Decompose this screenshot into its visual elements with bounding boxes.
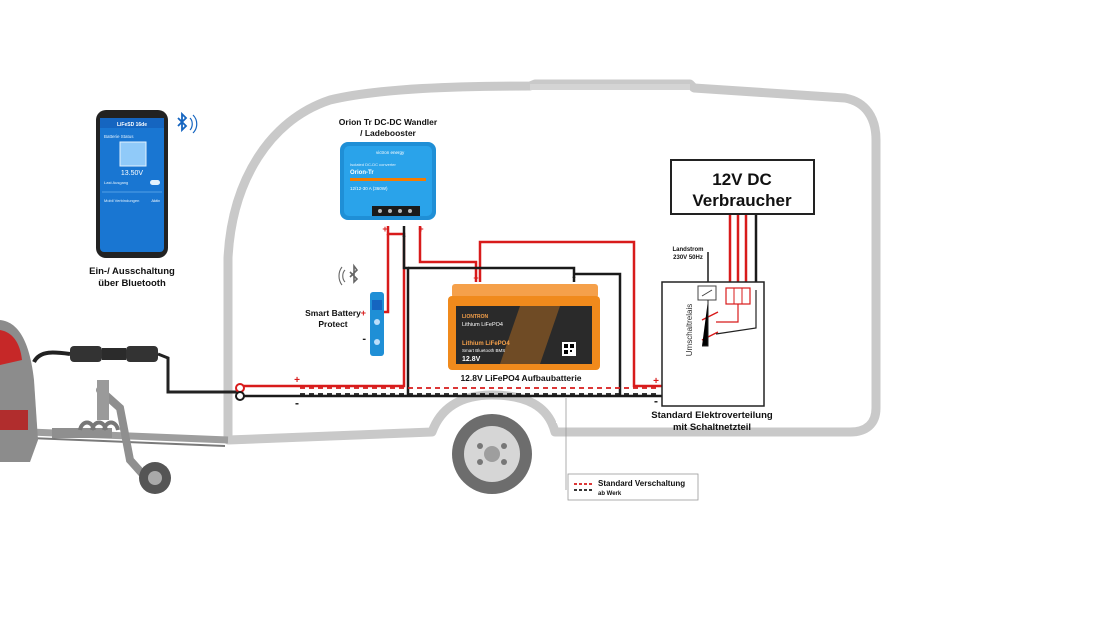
phone-status-label: Batterie Status — [104, 134, 134, 139]
battery-icon — [119, 141, 147, 167]
phone-title: LiFeSD 16de — [117, 122, 147, 128]
orion-model-small: Isolated DC-DC converter — [350, 162, 396, 167]
wire-orion-minus — [402, 226, 410, 396]
sbp-label-1: Smart Battery — [305, 308, 361, 318]
orion-model: Orion-Tr — [350, 170, 374, 176]
car-connector-cable — [32, 346, 240, 394]
battery-line1: Lithium LiFePO4 — [462, 322, 503, 328]
orion-brand: victron energy — [376, 150, 405, 155]
legend-label-1: Standard Verschaltung — [598, 479, 685, 488]
factory-wiring-dashed — [300, 387, 660, 395]
sbp-plus: + — [361, 308, 366, 318]
main-plus: + — [294, 375, 300, 386]
orion-spec: 12/12-30 A (360W) — [350, 186, 388, 191]
battery-line2: Lithium LiFePO4 — [462, 341, 510, 347]
tow-car — [0, 320, 38, 462]
orion-converter: victron energy Isolated DC-DC converter … — [340, 142, 436, 220]
orion-terminal-block — [372, 206, 420, 216]
wire-battery-minus-bus — [574, 272, 622, 396]
battery-caption: 12.8V LiFePO4 Aufbaubatterie — [460, 373, 581, 383]
tail-light — [0, 330, 22, 365]
landstrom-label-2: 230V 50Hz — [673, 255, 703, 261]
consumer-label-1: 12V DC — [712, 170, 772, 189]
relay-label: Umschaltrelais — [685, 304, 694, 356]
plug — [70, 346, 102, 362]
phone-row-label: Mobil Verbindungen — [104, 198, 139, 203]
phone-row-value: Aktiv — [151, 198, 160, 203]
battery-brand: LIONTRON — [462, 314, 488, 320]
bluetooth-icon — [338, 263, 359, 286]
phone-toggle-label: Last Ausgang — [104, 180, 128, 185]
bluetooth-switch-label-1: Ein-/ Ausschaltung — [89, 266, 175, 277]
bluetooth-switch-label-2: über Bluetooth — [98, 278, 166, 289]
orion-out-plus: + — [418, 224, 423, 234]
roof-rail — [530, 84, 690, 90]
orion-in-plus: + — [382, 224, 387, 234]
legend: Standard Verschaltung ab Werk — [567, 473, 699, 501]
legend-label-2: ab Werk — [598, 491, 622, 497]
orion-label-1: Orion Tr DC-DC Wandler — [339, 117, 438, 127]
terminal-plus — [235, 383, 245, 393]
smartphone: LiFeSD 16de Batterie Status 13.50V Last … — [96, 110, 168, 258]
socket — [126, 346, 158, 362]
battery-minus: - — [572, 271, 576, 283]
wire-orion-out — [418, 226, 478, 282]
dist-minus: - — [654, 394, 658, 408]
lifepo4-battery: LIONTRON Lithium LiFePO4 Lithium LiFePO4… — [448, 284, 600, 370]
orion-minus: - — [402, 230, 406, 242]
distribution-label-1: Standard Elektroverteilung — [651, 410, 773, 421]
main-minus: - — [295, 396, 299, 410]
distribution-label-2: mit Schaltnetzteil — [673, 422, 751, 433]
terminal-minus — [235, 391, 245, 401]
battery-voltage: 12.8V — [462, 356, 481, 363]
battery-line3: Smart Bluetooth BMS — [462, 348, 505, 353]
battery-plus: + — [473, 273, 478, 283]
dist-plus: + — [653, 376, 659, 387]
orion-label-2: / Ladebooster — [360, 128, 416, 138]
landstrom-label-1: Landstrom — [672, 247, 703, 253]
consumer-label-2: Verbraucher — [692, 191, 792, 210]
caravan-wheel — [452, 414, 532, 494]
wire-battery-minus — [408, 266, 576, 282]
fuse-block — [725, 287, 751, 305]
sbp-minus: - — [362, 333, 366, 345]
smart-battery-protect — [370, 292, 384, 356]
sbp-label-2: Protect — [318, 319, 347, 329]
drawbar — [29, 380, 229, 494]
bluetooth-icon — [177, 111, 198, 134]
toggle-icon — [150, 180, 160, 185]
distribution-box: Umschaltrelais — [661, 281, 765, 407]
consumer-box: 12V DC Verbraucher — [670, 159, 815, 215]
phone-voltage: 13.50V — [121, 170, 144, 177]
